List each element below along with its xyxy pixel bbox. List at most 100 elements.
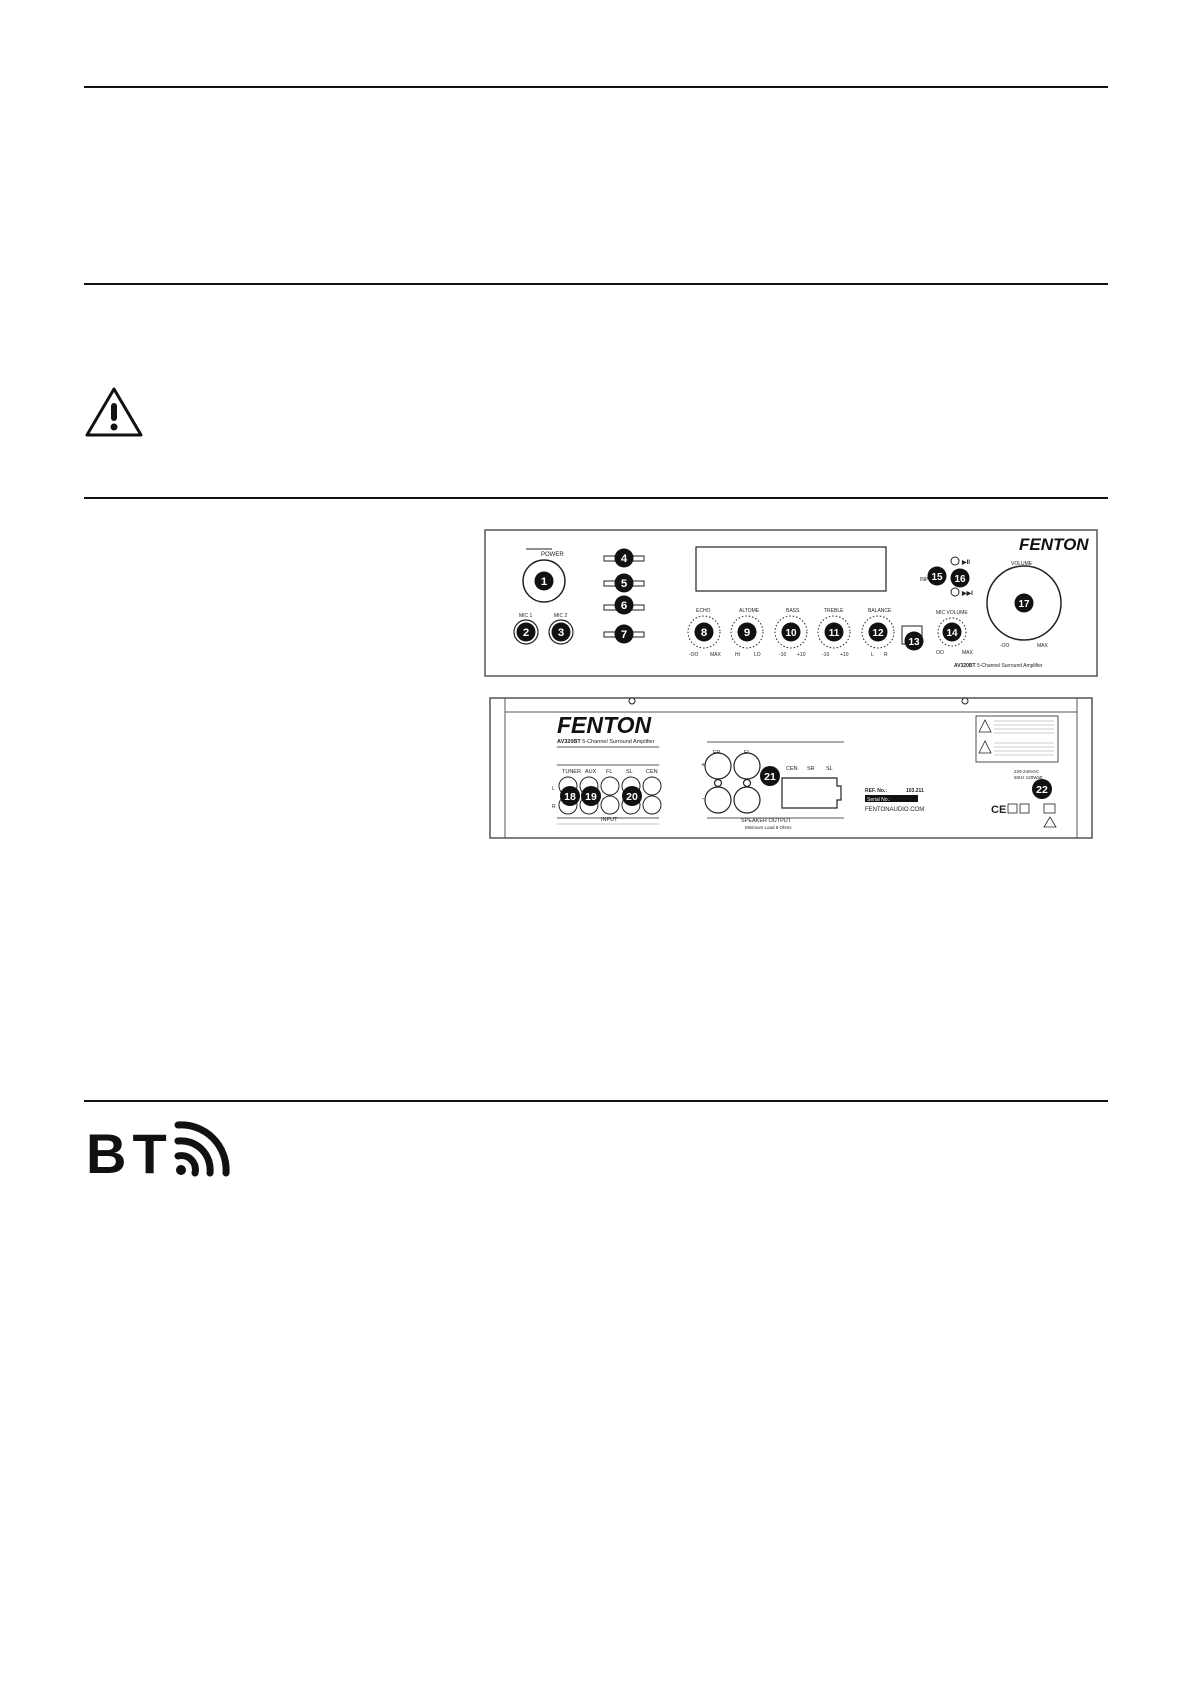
callout-number-14: 14 <box>946 628 958 639</box>
callout-number-21: 21 <box>764 771 776 783</box>
speaker-output-label: SPEAKER OUTPUT <box>741 818 792 824</box>
section-rule-2 <box>84 283 1108 285</box>
knob-range-2-hi: LO <box>754 652 761 658</box>
knob-label-2: ALTOME <box>739 608 760 614</box>
power-label: POWER <box>541 552 564 558</box>
play-pause-label: ▶II <box>961 559 970 566</box>
warning-triangle-icon <box>85 387 143 437</box>
display-window <box>695 546 887 592</box>
rear-input-label: INPUT <box>601 817 618 823</box>
callout-number-1: 1 <box>541 576 548 588</box>
speaker-sr-label: SR <box>807 766 815 772</box>
section-rule-3 <box>84 497 1108 499</box>
knob-label-4: TREBLE <box>824 608 844 614</box>
front-brand: FENTON <box>1019 535 1089 554</box>
callout-number-19: 19 <box>585 791 597 803</box>
callout-number-5: 5 <box>621 578 628 590</box>
knob-label-3: BASS <box>786 608 800 614</box>
min-load-label: Minimum Load 8 Ohms <box>745 825 792 830</box>
callout-number-16: 16 <box>954 574 966 585</box>
knob-range-1-lo: -OO <box>689 652 699 658</box>
mic-volume-max: MAX <box>962 650 974 656</box>
skip-label: ▶▶I <box>961 590 973 597</box>
callout-badge-13 <box>904 631 924 651</box>
volume-label: VOLUME <box>1011 561 1033 567</box>
rear-panel-diagram: FENTON AV320BT 5-Channel Surround Amplif… <box>489 697 1093 839</box>
mic-volume-label: MIC VOLUME <box>936 610 968 616</box>
callout-number-20: 20 <box>626 791 638 803</box>
callout-badge-12 <box>868 622 888 642</box>
knob-range-3-lo: -10 <box>779 652 786 658</box>
callout-number-4: 4 <box>621 553 628 565</box>
knob-range-4-lo: -10 <box>822 652 829 658</box>
volume-max: MAX <box>1037 643 1049 649</box>
callout-number-15: 15 <box>931 572 943 583</box>
callout-badge-8 <box>694 622 714 642</box>
play-pause-button[interactable] <box>950 556 960 566</box>
callout-number-17: 17 <box>1018 599 1030 610</box>
speaker-terminals[interactable] <box>704 752 761 814</box>
callout-number-13: 13 <box>908 637 920 648</box>
plus-label: + <box>701 762 705 769</box>
callout-badge-22 <box>1032 779 1052 799</box>
channel-l-label: L <box>552 786 555 792</box>
callout-badge-20 <box>622 786 642 806</box>
callout-number-18: 18 <box>564 791 576 803</box>
callout-number-8: 8 <box>701 627 707 639</box>
knob-range-1-hi: MAX <box>710 652 722 658</box>
ce-mark: CE <box>991 804 1006 816</box>
channel-r-label: R <box>552 804 556 810</box>
input-label: INPUT <box>920 577 935 583</box>
callout-number-10: 10 <box>785 628 797 639</box>
callout-badge-2 <box>516 622 536 642</box>
mic-volume-min: OO <box>936 650 944 656</box>
callout-badge-3 <box>551 622 571 642</box>
callout-badge-5 <box>614 573 634 593</box>
mic2-label: MIC 2 <box>554 613 568 619</box>
skip-button[interactable] <box>950 587 960 597</box>
ref-value: 103.211 <box>906 788 924 794</box>
bt-wireless-icon: BT <box>86 1121 230 1178</box>
section-rule-1 <box>84 86 1108 88</box>
callout-badge-4 <box>614 548 634 568</box>
knob-range-5-lo: L <box>871 652 874 658</box>
mic1-label: MIC 1 <box>519 613 533 619</box>
front-model: AV320BT 5-Channel Surround Amplifier <box>954 663 1043 669</box>
input-col-5: CEN <box>646 769 658 775</box>
warning-label <box>975 715 1059 763</box>
knob-range-2-lo: HI <box>735 652 740 658</box>
rear-model: AV320BT 5-Channel Surround Amplifier <box>557 739 655 745</box>
callout-number-11: 11 <box>829 628 840 639</box>
minus-label: - <box>702 796 705 803</box>
callout-number-22: 22 <box>1036 784 1048 796</box>
callout-badge-6 <box>614 595 634 615</box>
bt-logo-text: BT <box>86 1122 173 1178</box>
callout-badge-19 <box>581 786 601 806</box>
callout-number-3: 3 <box>558 627 564 639</box>
knob-label-1: ECHO <box>696 608 711 614</box>
input-col-2: AUX <box>585 769 597 775</box>
speaker-cen-label: CEN <box>786 766 798 772</box>
volume-min: -OO <box>1000 643 1010 649</box>
input-col-4: SL <box>626 769 633 775</box>
callout-badge-10 <box>781 622 801 642</box>
speaker-connector[interactable] <box>781 777 842 809</box>
callout-badge-11 <box>824 622 844 642</box>
callout-number-6: 6 <box>621 600 627 612</box>
callout-number-9: 9 <box>744 627 750 639</box>
power-spec-1: 220-240VAC <box>1014 769 1040 774</box>
speaker-sl-label: SL <box>826 766 833 772</box>
knob-range-4-hi: +10 <box>840 652 849 658</box>
callout-badge-1 <box>534 571 554 591</box>
rear-callouts: 18 19 20 21 22 <box>560 766 1052 806</box>
serial-label: Serial No.: <box>867 797 890 803</box>
callout-badge-7 <box>614 624 634 644</box>
knob-range-5-hi: R <box>884 652 888 658</box>
front-panel-diagram: FENTON POWER MIC 1 MIC 2 ECHO ALTOME BAS… <box>484 529 1098 677</box>
section-rule-4 <box>84 1100 1108 1102</box>
callout-badge-9 <box>737 622 757 642</box>
callout-badge-14 <box>942 622 962 642</box>
callout-badge-21 <box>760 766 780 786</box>
knob-ticks <box>687 615 895 649</box>
